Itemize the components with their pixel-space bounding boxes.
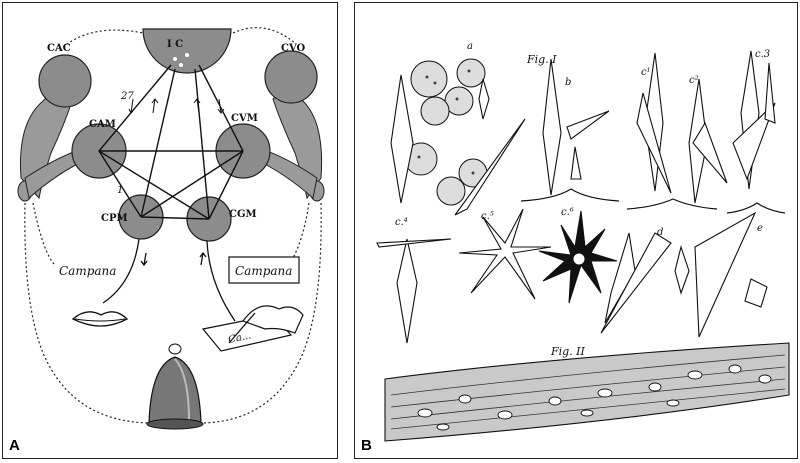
node-cac (38, 54, 92, 108)
star-crystal-c5 (458, 208, 552, 300)
cell-drawings: Fig. I Fig. II a b c¹ c² c.3 c.⁴ c.⁵ c.⁶… (376, 41, 790, 442)
dotted-path-top-right (228, 27, 296, 44)
label-c6: c.⁶ (561, 207, 574, 218)
path-to-mouth (102, 238, 140, 304)
arrow-2 (151, 98, 159, 114)
panel-b: Fig. I Fig. II a b c¹ c² c.3 c.⁴ c.⁵ c.⁶… (354, 2, 798, 459)
label-d: d (657, 227, 663, 238)
label-campana-left: Campana (59, 264, 116, 278)
label-cam: CAM (89, 119, 116, 130)
label-num-a: 27 (120, 91, 134, 102)
label-top: I C (167, 39, 183, 50)
link-cvm-cgm (208, 150, 244, 220)
round-cells-a (404, 58, 488, 206)
arrow-down-left (140, 252, 148, 267)
panel-a-label: A (9, 437, 20, 454)
link-cam-cpm (98, 150, 142, 218)
label-b: b (565, 77, 571, 88)
label-c1: c¹ (641, 67, 651, 78)
link-top-cvm (198, 64, 244, 152)
link-cpm-cgm (140, 216, 210, 220)
lips-icon (71, 311, 129, 327)
label-c2: c² (689, 75, 699, 86)
link-top-cam (98, 64, 172, 152)
campana-box (228, 256, 300, 284)
arrow-3 (193, 98, 201, 114)
label-card-text: Ca... (227, 330, 252, 346)
bell-icon (146, 343, 204, 430)
node-top-center (142, 28, 232, 74)
tissue-strip (384, 342, 790, 442)
spindle-crystals (376, 50, 776, 344)
label-fig2: Fig. II (550, 345, 586, 358)
link-cvm-cpm (140, 150, 244, 218)
node-cvo (264, 50, 318, 104)
writing-hand-icon (201, 305, 304, 352)
label-a: a (467, 41, 473, 52)
panel-a: I C CAC CVO CAM CVM CPM CGM 27 1 Campana… (2, 2, 338, 459)
label-fig1: Fig. I (526, 53, 557, 66)
label-cac: CAC (47, 43, 71, 54)
brain-diagram: I C CAC CVO CAM CVM CPM CGM 27 1 Campana… (17, 27, 325, 430)
arrow-up-right (199, 251, 207, 266)
link-top-cgm (194, 68, 210, 220)
label-num-b: 1 (117, 185, 123, 196)
label-e: e (757, 223, 763, 234)
label-cvo: CVO (281, 43, 306, 54)
link-top-cpm (140, 68, 176, 218)
dotted-path-right-inner (288, 202, 310, 266)
panel-b-label: B (361, 437, 372, 454)
dotted-path-top-left (62, 29, 144, 48)
link-cam-cgm (98, 150, 210, 220)
label-c5: c.⁵ (481, 211, 494, 222)
arrow-1 (128, 98, 135, 114)
path-to-hand (206, 240, 236, 322)
label-c4: c.⁴ (395, 217, 408, 228)
label-cgm: CGM (229, 209, 257, 220)
label-campana-right: Campana (235, 264, 292, 278)
arrow-4 (217, 98, 225, 114)
label-cvm: CVM (231, 113, 258, 124)
label-cpm: CPM (101, 213, 128, 224)
dotted-path-left-inner (32, 202, 56, 266)
braces (520, 188, 786, 214)
label-c3: c.3 (755, 49, 770, 60)
dotted-path-right (198, 202, 322, 424)
